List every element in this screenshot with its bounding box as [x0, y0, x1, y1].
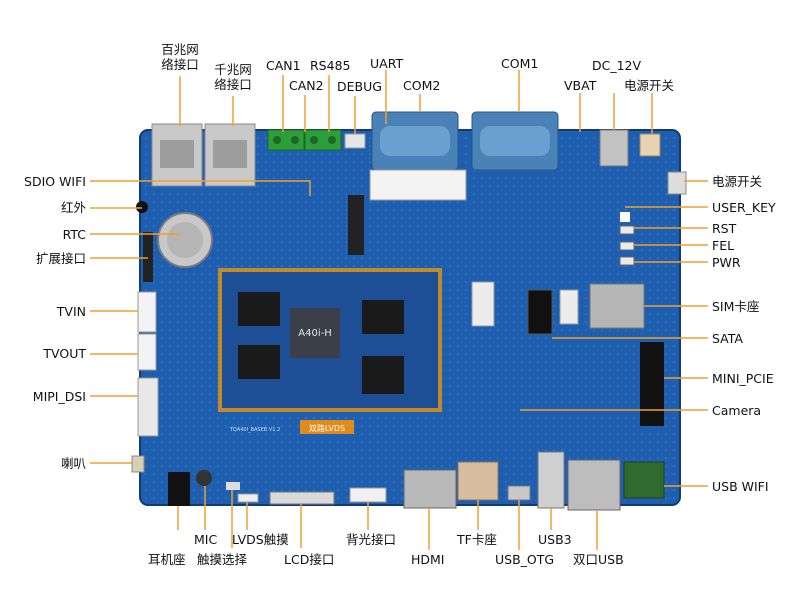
debug-pin-header [348, 195, 364, 255]
label-usb-otg: USB_OTG [495, 552, 555, 567]
usb-wifi-module [623, 461, 665, 499]
label-ethernet-100m: 百兆网 络接口 [161, 42, 199, 72]
label-mini-pcie: MINI_PCIE [712, 371, 774, 386]
tvout-connector [137, 333, 157, 371]
board-model: TQA40I_BASEB V1.2 [229, 427, 280, 433]
label-dual-usb: 双口USB [573, 552, 624, 567]
label-com1: COM1 [501, 56, 539, 71]
label-sdio-wifi: SDIO WIFI [24, 174, 86, 189]
label-tvin: TVIN [56, 304, 86, 319]
can-terminal-blocks [267, 129, 342, 151]
debug-header [344, 133, 366, 149]
core-module: A40i-H [218, 268, 442, 412]
sim-slot [589, 283, 645, 329]
label-sim: SIM卡座 [712, 299, 760, 314]
label-fel: FEL [712, 238, 735, 253]
touch-select [226, 482, 240, 490]
label-tf: TF卡座 [457, 532, 497, 547]
label-can2: CAN2 [289, 78, 324, 93]
label-mic: MIC [194, 532, 218, 547]
label-hdmi: HDMI [411, 552, 445, 567]
hdmi-connector [403, 469, 457, 509]
power-switch-top [639, 133, 661, 157]
label-debug: DEBUG [337, 79, 382, 94]
speaker-connector [131, 455, 145, 473]
label-com2: COM2 [403, 78, 441, 93]
label-usb3: USB3 [538, 532, 572, 547]
leader-lines [90, 70, 708, 550]
label-backlight: 背光接口 [346, 532, 397, 547]
mini-pcie-slot [640, 342, 664, 426]
expansion-header [143, 232, 153, 282]
lcd-connector [269, 491, 335, 505]
label-rs485: RS485 [310, 58, 351, 73]
earphone-jack [168, 472, 190, 506]
pwr-button [619, 256, 635, 266]
mipi-dsi-connector [137, 377, 159, 437]
power-switch-right [667, 171, 687, 195]
label-ethernet-1000m: 千兆网 络接口 [214, 62, 252, 92]
uart-headers [369, 169, 467, 201]
label-can1: CAN1 [266, 58, 301, 73]
label-camera: Camera [712, 403, 762, 418]
lvds-touch [237, 493, 259, 503]
mic [196, 470, 212, 486]
lvds-silk-text: 双路LVDS [309, 423, 345, 433]
label-infrared: 红外 [60, 200, 86, 215]
com2-db9 [371, 111, 459, 171]
label-dc12v: DC_12V [592, 58, 642, 73]
dual-usb-connector [567, 459, 621, 511]
label-uart: UART [370, 56, 404, 71]
label-lcd: LCD接口 [284, 552, 335, 567]
tf-slot [457, 461, 499, 501]
label-expansion: 扩展接口 [35, 251, 86, 266]
usb3-connector [537, 451, 565, 509]
label-lvds-touch: LVDS触摸 [232, 532, 289, 547]
label-touch-select: 触摸选择 [197, 552, 248, 567]
label-pwr: PWR [712, 255, 741, 270]
label-power-switch-top: 电源开关 [624, 78, 675, 93]
user-key-button [620, 212, 630, 222]
label-mipi-dsi: MIPI_DSI [32, 389, 86, 404]
label-vbat: VBAT [564, 78, 597, 93]
rst-button [619, 225, 635, 235]
camera-connector [471, 281, 495, 327]
fel-button [619, 241, 635, 251]
lvds-silk-box [300, 420, 354, 434]
ethernet-jack-100m [151, 123, 203, 187]
label-tvout: TVOUT [43, 346, 86, 361]
label-rtc: RTC [62, 227, 86, 242]
backlight-connector [349, 487, 387, 503]
dc-jack [599, 129, 629, 167]
sata-connector [527, 289, 553, 335]
sata-power [559, 289, 579, 325]
com1-db9 [471, 111, 559, 171]
label-sata: SATA [712, 331, 743, 346]
ethernet-jack-1000m [204, 123, 256, 187]
chip-label: A40i-H [298, 328, 331, 339]
label-earphone: 耳机座 [148, 552, 186, 567]
label-usb-wifi: USB WIFI [712, 479, 769, 494]
ir-receiver [136, 201, 148, 213]
label-rst: RST [712, 221, 737, 236]
tvin-connector [137, 291, 157, 333]
label-power-switch-right: 电源开关 [712, 174, 763, 189]
label-user-key: USER_KEY [712, 200, 776, 215]
usb-otg-connector [507, 485, 531, 501]
label-speaker: 喇叭 [60, 456, 86, 471]
